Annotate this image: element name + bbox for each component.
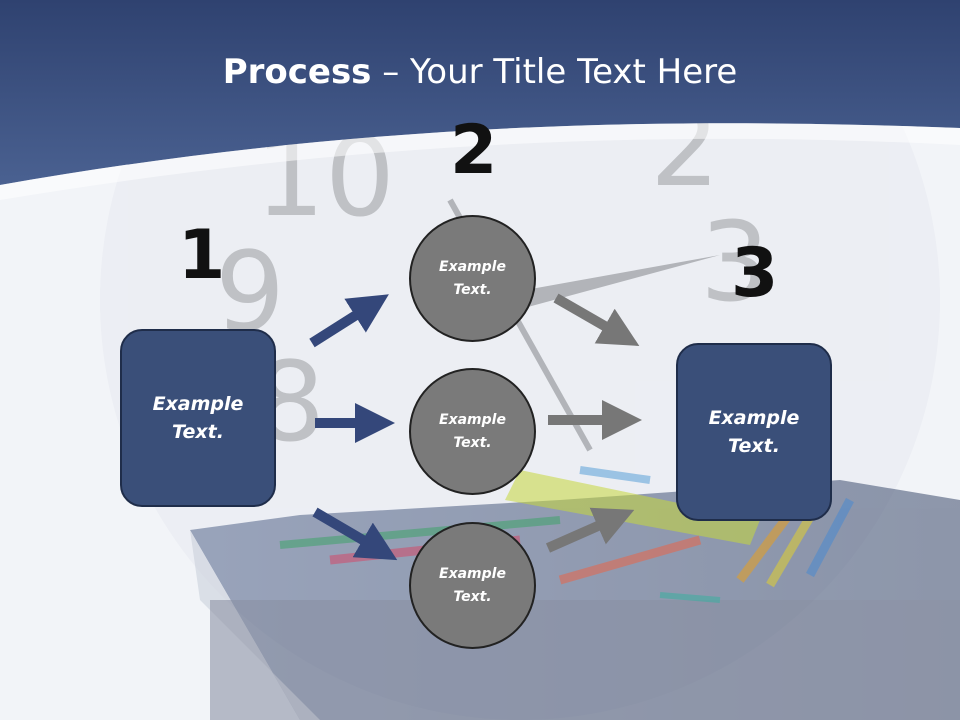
left-text-box: Example Text. [120, 329, 276, 507]
svg-text:3: 3 [700, 198, 770, 326]
right-box-text: Example Text. [708, 406, 800, 458]
circle-middle-text: Example Text. [439, 412, 506, 451]
circle-bottom: Example Text. [409, 522, 536, 649]
slide-title: Process – Your Title Text Here [0, 52, 960, 92]
circle-top: Example Text. [409, 215, 536, 342]
header-band [0, 0, 960, 185]
arrow-left-to-bottom [312, 507, 398, 561]
title-rest: – Your Title Text Here [371, 52, 738, 92]
book-image [190, 480, 960, 720]
arrow-left-to-top [309, 294, 389, 348]
step-number-2: 2 [450, 111, 498, 190]
circle-top-text: Example Text. [439, 259, 506, 298]
circle-middle: Example Text. [409, 368, 536, 495]
arrow-top-to-right [553, 293, 640, 346]
step-number-3: 3 [731, 234, 779, 313]
title-bold: Process [222, 52, 372, 92]
left-box-text: Example Text. [152, 392, 244, 444]
step-number-1: 1 [178, 216, 226, 295]
arrow-bottom-to-right [545, 507, 635, 553]
right-text-box: Example Text. [676, 343, 832, 521]
circle-bottom-text: Example Text. [439, 566, 506, 605]
